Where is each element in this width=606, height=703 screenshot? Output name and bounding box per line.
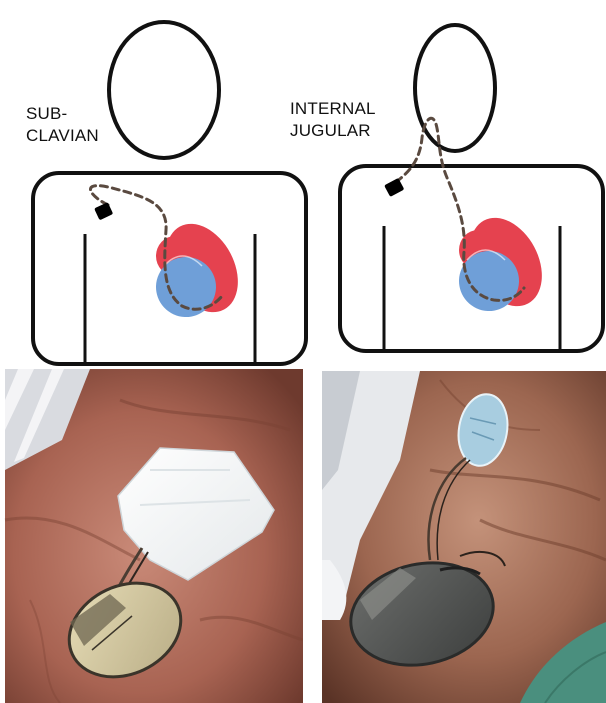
generator-icon xyxy=(94,202,113,220)
subclavian-label-line-1: SUB- xyxy=(26,103,99,125)
internal-jugular-photo xyxy=(322,371,606,703)
internal-jugular-label-line-2: JUGULAR xyxy=(290,120,376,142)
subclavian-schematic xyxy=(33,22,306,364)
internal-jugular-label: INTERNAL JUGULAR xyxy=(290,98,376,142)
internal-jugular-schematic xyxy=(340,25,603,351)
head-outline xyxy=(415,25,495,151)
head-outline xyxy=(109,22,219,158)
internal-jugular-label-line-1: INTERNAL xyxy=(290,98,376,120)
subclavian-label-line-2: CLAVIAN xyxy=(26,125,99,147)
generator-icon xyxy=(384,178,404,197)
heart-icon xyxy=(451,205,557,319)
subclavian-photo xyxy=(5,369,303,703)
subclavian-label: SUB- CLAVIAN xyxy=(26,103,99,147)
